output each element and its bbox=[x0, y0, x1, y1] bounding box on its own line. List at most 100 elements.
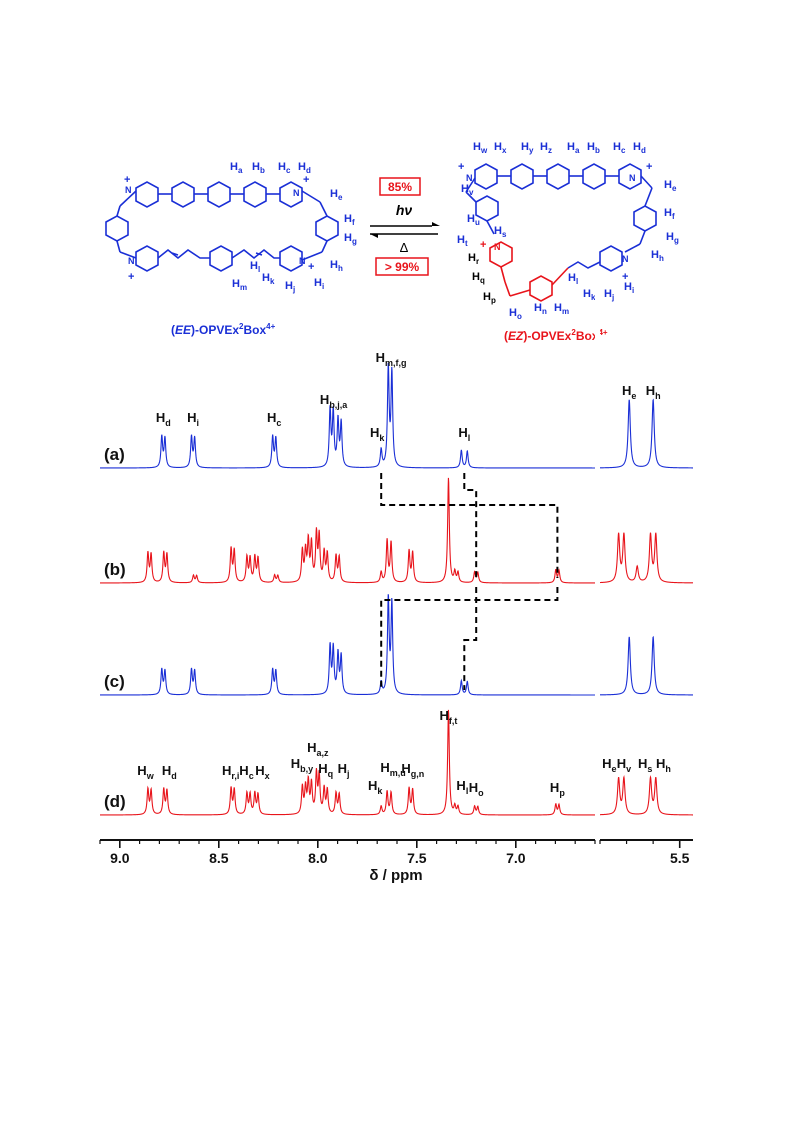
svg-text:+: + bbox=[303, 174, 309, 186]
equilibrium-arrows bbox=[370, 222, 440, 238]
panel-label: (c) bbox=[104, 672, 125, 691]
axis-break-gap bbox=[595, 615, 600, 820]
svg-text:Hd: Hd bbox=[298, 161, 311, 175]
peak-label: Hb,j,a bbox=[320, 392, 348, 410]
svg-text:Hq: Hq bbox=[472, 271, 485, 285]
peak-label: Hx bbox=[255, 763, 269, 781]
panel-label: (a) bbox=[104, 445, 125, 464]
svg-text:Hi: Hi bbox=[314, 277, 324, 291]
svg-text:Hi: Hi bbox=[624, 281, 634, 295]
peak-label: He bbox=[622, 383, 636, 401]
peak-correlation-lines bbox=[380, 473, 559, 690]
peak-label: Hm,u bbox=[380, 760, 405, 778]
peak-label: Hi bbox=[187, 410, 199, 428]
forward-yield-box bbox=[379, 177, 421, 196]
spectrum-a bbox=[100, 362, 693, 469]
peak-label: Hk bbox=[370, 425, 385, 443]
svg-text:Hr: Hr bbox=[468, 252, 479, 266]
correlation-connector bbox=[463, 587, 478, 690]
svg-text:He: He bbox=[664, 179, 677, 193]
svg-text:+: + bbox=[622, 271, 628, 283]
axis-break-gap bbox=[595, 383, 600, 588]
peak-label: Ho bbox=[469, 780, 484, 798]
svg-text:Hw: Hw bbox=[473, 141, 488, 155]
spectrum-b bbox=[100, 477, 693, 584]
svg-text:Hn: Hn bbox=[534, 302, 547, 316]
correlation-connector bbox=[380, 473, 559, 578]
peak-label: Hq bbox=[318, 761, 333, 779]
svg-text:Hz: Hz bbox=[540, 141, 552, 155]
forward-condition: hν bbox=[396, 202, 413, 218]
svg-text:N: N bbox=[299, 256, 306, 266]
spectrum-c bbox=[100, 594, 693, 696]
svg-text:N: N bbox=[494, 242, 501, 252]
reaction-scheme: + N + N + N + N Ha Hb Hc Hd He Hf Hg Hh … bbox=[105, 141, 679, 343]
peak-label: He bbox=[602, 756, 616, 774]
svg-text:Hp: Hp bbox=[483, 291, 496, 305]
svg-text:Hj: Hj bbox=[604, 288, 614, 302]
peak-label: Hd bbox=[156, 410, 171, 428]
peak-label: Hl bbox=[456, 778, 468, 796]
svg-text:Hm: Hm bbox=[232, 278, 247, 292]
svg-text:Hu: Hu bbox=[467, 213, 480, 227]
peak-label: Hc bbox=[239, 763, 253, 781]
nmr-spectra bbox=[100, 362, 693, 816]
peak-label: Hd bbox=[162, 763, 177, 781]
x-axis-title: δ / ppm bbox=[369, 867, 422, 884]
svg-text:Hg: Hg bbox=[344, 232, 357, 246]
svg-text:N: N bbox=[622, 254, 629, 264]
svg-text:Hs: Hs bbox=[494, 225, 507, 239]
svg-text:+: + bbox=[128, 271, 134, 283]
peak-label: Hb,y bbox=[291, 756, 313, 774]
peak-label: Hw bbox=[137, 763, 154, 781]
peak-label: Hm,f,g bbox=[376, 350, 407, 368]
svg-text:Hc: Hc bbox=[613, 141, 626, 155]
svg-text:Hf: Hf bbox=[664, 207, 675, 221]
svg-text:Hg: Hg bbox=[666, 231, 679, 245]
ee-compound-label: (EE)-OPVEx2Box4+ bbox=[171, 322, 276, 337]
svg-text:Hc: Hc bbox=[278, 161, 291, 175]
x-tick-label: 7.0 bbox=[506, 850, 526, 866]
spectrum-trace-a-main bbox=[100, 362, 595, 469]
svg-text:Hy: Hy bbox=[521, 141, 534, 155]
x-tick-label: 8.0 bbox=[308, 850, 328, 866]
peak-label: Hr,i bbox=[222, 763, 239, 781]
spectrum-panel-labels: (a)(b)(c)(d) bbox=[104, 445, 126, 811]
peak-label: Hh bbox=[656, 756, 671, 774]
svg-text:He: He bbox=[330, 188, 343, 202]
svg-text:N: N bbox=[466, 173, 473, 183]
spectrum-d bbox=[100, 709, 693, 816]
ez-compound-label: (EZ)-OPVEx2Box4+ bbox=[504, 328, 608, 343]
svg-text:Hh: Hh bbox=[651, 249, 664, 263]
svg-text:Ht: Ht bbox=[457, 234, 468, 248]
ee-molecule-labels: + N + N + N + N Ha Hb Hc Hd He Hf Hg Hh … bbox=[124, 161, 357, 294]
svg-text:Hx: Hx bbox=[494, 141, 507, 155]
peak-label: Hf,t bbox=[440, 708, 458, 726]
svg-text:Hf: Hf bbox=[344, 213, 355, 227]
spectrum-trace-b-main bbox=[100, 477, 595, 584]
axis-break-gap bbox=[595, 495, 600, 700]
correlation-connector bbox=[463, 473, 478, 578]
svg-text:Hj: Hj bbox=[285, 280, 295, 294]
peak-label: Hh bbox=[646, 383, 661, 401]
ez-molecule-structure-blue bbox=[465, 163, 657, 272]
correlation-connector bbox=[380, 587, 559, 690]
reverse-yield-box bbox=[375, 257, 429, 276]
x-tick-label: 9.0 bbox=[110, 850, 130, 866]
svg-text:+: + bbox=[458, 161, 464, 173]
svg-text:Hb: Hb bbox=[587, 141, 600, 155]
svg-text:Hd: Hd bbox=[633, 141, 646, 155]
reverse-yield: > 99% bbox=[385, 260, 420, 274]
panel-label: (b) bbox=[104, 560, 126, 579]
spectrum-trace-a-break bbox=[600, 398, 693, 469]
spectrum-trace-d-break bbox=[599, 774, 693, 816]
svg-text:Hh: Hh bbox=[330, 259, 343, 273]
svg-text:Hl: Hl bbox=[250, 260, 260, 274]
peak-label: Ha,z bbox=[307, 740, 329, 758]
svg-text:Ho: Ho bbox=[509, 307, 522, 321]
peak-label: Hk bbox=[368, 778, 383, 796]
spectrum-trace-c-break bbox=[600, 635, 693, 696]
x-tick-label: 5.5 bbox=[670, 850, 690, 866]
